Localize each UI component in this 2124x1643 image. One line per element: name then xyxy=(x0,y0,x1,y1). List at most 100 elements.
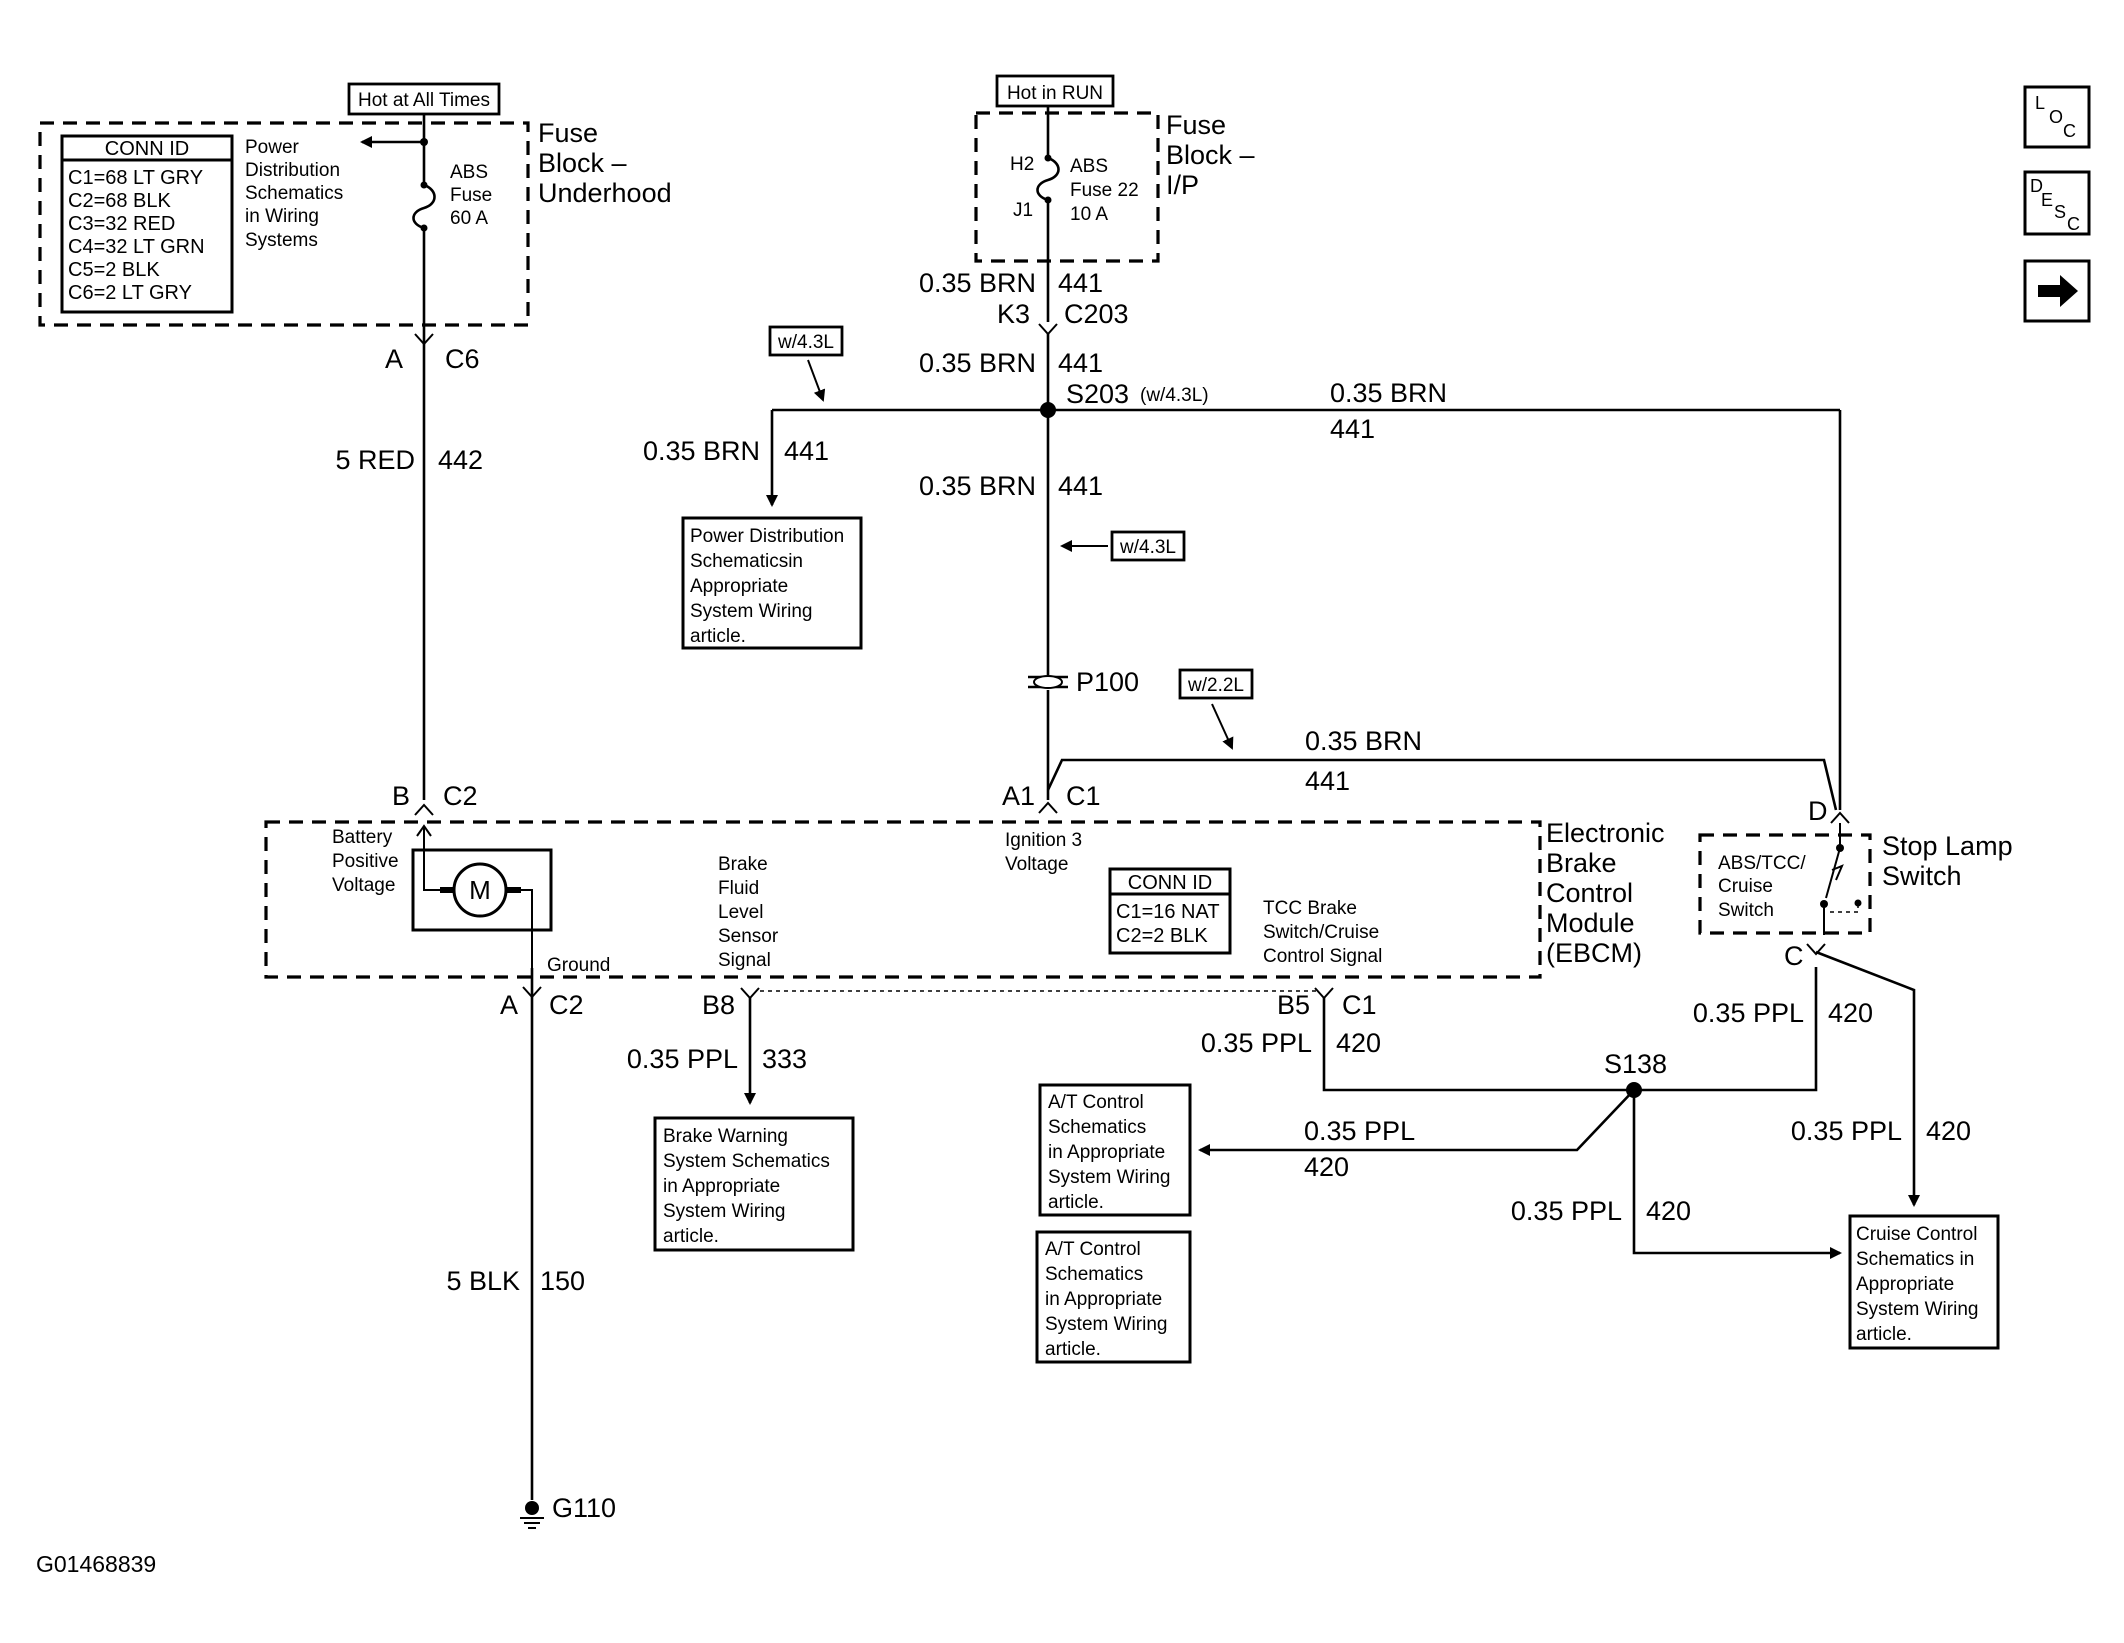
hot-at-all-times-label: Hot at All Times xyxy=(358,90,490,111)
circuit-441: 0.35 BRN 441 K3 C203 0.35 BRN 441 S203 (… xyxy=(643,200,1850,826)
underhood-conn-row: C3=32 RED xyxy=(68,213,175,235)
ebcm-title-line: (EBCM) xyxy=(1546,938,1642,968)
ref-box-line: System Wiring xyxy=(1048,1167,1170,1188)
loc-button[interactable]: L O C xyxy=(2023,85,2091,149)
circuit-333: B8 0.35 PPL 333 xyxy=(627,987,1318,1105)
ref-box-line: Schematics xyxy=(1045,1264,1143,1285)
stop-lamp-title-line: Switch xyxy=(1882,861,1962,891)
splice-p100-symbol xyxy=(1028,675,1068,689)
wire-color-ppl: 0.35 PPL xyxy=(1791,1116,1902,1146)
tcc-signal-label: Control Signal xyxy=(1263,946,1382,967)
brake-fluid-label: Brake xyxy=(718,854,768,875)
ref-box-line: System Wiring xyxy=(690,601,812,622)
underhood-power-dist-line: Systems xyxy=(245,230,318,251)
switch-icon xyxy=(1820,823,1862,935)
battery-positive-label: Voltage xyxy=(332,875,395,896)
ref-box-line: Schematics xyxy=(1048,1117,1146,1138)
wire-circuit-442: 442 xyxy=(438,445,483,475)
wire-circuit-420: 420 xyxy=(1646,1196,1691,1226)
abs-fuse-22-label: Fuse 22 xyxy=(1070,180,1139,201)
stop-lamp-inner-label: Cruise xyxy=(1718,876,1773,897)
ebcm-conn-row: C2=2 BLK xyxy=(1116,925,1208,947)
ebcm-title-line: Control xyxy=(1546,878,1633,908)
desc-button[interactable]: D E S C xyxy=(2023,170,2091,236)
wire-color-ppl: 0.35 PPL xyxy=(1693,998,1804,1028)
wire-circuit-420: 420 xyxy=(1926,1116,1971,1146)
wire-circuit-441: 441 xyxy=(1058,348,1103,378)
ref-box-line: article. xyxy=(690,626,746,647)
ebcm-title-line: Module xyxy=(1546,908,1635,938)
ref-box-line: article. xyxy=(1045,1339,1101,1360)
abs-fuse-60a-label: 60 A xyxy=(450,208,488,229)
underhood-conn-id-header: CONN ID xyxy=(105,138,189,160)
hot-in-run-tag xyxy=(995,74,1115,108)
wire-color-ppl: 0.35 PPL xyxy=(627,1044,738,1074)
wire-circuit-333: 333 xyxy=(762,1044,807,1074)
circuit-442: A C6 5 RED 442 B C2 xyxy=(335,315,483,816)
ref-box-line: in Appropriate xyxy=(1045,1289,1162,1310)
abs-fuse-60a-label: ABS xyxy=(450,162,488,183)
desc-letter: S xyxy=(2054,202,2066,222)
wire-circuit-441: 441 xyxy=(1305,766,1350,796)
ref-box-line: Schematics in xyxy=(1856,1249,1974,1270)
ref-box-line: Power Distribution xyxy=(690,526,844,547)
ref-box-line: System Wiring xyxy=(1045,1314,1167,1335)
fuse-block-underhood: Hot at All Times Fuse Block – Underhood … xyxy=(38,82,672,327)
fuse-block-ip: Hot in RUN Fuse Block – I/P H2 J1 ABS Fu… xyxy=(974,74,1255,263)
ref-box-line: System Wiring xyxy=(663,1201,785,1222)
b5-connector: C1 xyxy=(1342,990,1377,1020)
wire-circuit-420: 420 xyxy=(1336,1028,1381,1058)
ground-c2-connector: C2 xyxy=(549,990,584,1020)
cruise-control-ref-box: Cruise Control Schematics in Appropriate… xyxy=(1848,1214,2000,1350)
ref-box-line: A/T Control xyxy=(1048,1092,1144,1113)
ground-c2-pin-a: A xyxy=(500,990,518,1020)
fuse-block-ip-title-1: Fuse xyxy=(1166,110,1226,140)
fuse-pin-j1: J1 xyxy=(1013,200,1033,221)
stop-lamp-title-line: Stop Lamp xyxy=(1882,831,2013,861)
underhood-power-dist-line: Distribution xyxy=(245,160,340,181)
underhood-power-dist-line: Schematics xyxy=(245,183,343,204)
ref-box-line: Appropriate xyxy=(690,576,788,597)
tcc-signal-label: Switch/Cruise xyxy=(1263,922,1379,943)
stop-lamp-switch: Stop Lamp Switch ABS/TCC/ Cruise Switch … xyxy=(1698,823,2013,971)
ground-icon xyxy=(520,1501,544,1529)
option-tag-label: w/4.3L xyxy=(1119,537,1176,558)
circuit-150: A C2 5 BLK 150 G110 xyxy=(446,968,616,1529)
c6-connector: C6 xyxy=(445,344,480,374)
fuse-block-ip-title-2: Block – xyxy=(1166,140,1255,170)
option-tag-w22: w/2.2L xyxy=(1178,668,1254,750)
brake-warning-ref-box: Brake Warning System Schematics in Appro… xyxy=(653,1116,855,1252)
c203-pin-k3: K3 xyxy=(997,299,1030,329)
figure-id: G01468839 xyxy=(36,1551,156,1577)
abs-fuse-22-label: ABS xyxy=(1070,156,1108,177)
at-control-ref-box-1: A/T Control Schematics in Appropriate Sy… xyxy=(1038,1083,1192,1217)
ebcm-title-line: Electronic xyxy=(1546,818,1665,848)
wire-color-brn: 0.35 BRN xyxy=(1305,726,1422,756)
loc-letter: O xyxy=(2049,107,2063,127)
ref-box-line: System Wiring xyxy=(1856,1299,1978,1320)
underhood-conn-id-box xyxy=(60,134,234,314)
ref-box-line: Brake Warning xyxy=(663,1126,788,1147)
ebcm-module: Electronic Brake Control Module (EBCM) B… xyxy=(264,818,1665,979)
stop-lamp-pin-c: C xyxy=(1784,941,1804,971)
ref-box-line: Appropriate xyxy=(1856,1274,1954,1295)
wire-color-ppl: 0.35 PPL xyxy=(1304,1116,1415,1146)
next-button[interactable] xyxy=(2023,259,2091,323)
b5-pin: B5 xyxy=(1277,990,1310,1020)
fuse-pin-h2: H2 xyxy=(1010,154,1034,175)
wire-color-brn: 0.35 BRN xyxy=(643,436,760,466)
underhood-conn-row: C5=2 BLK xyxy=(68,259,160,281)
fuse-block-underhood-title-3: Underhood xyxy=(538,178,672,208)
ebcm-c2-connector: C2 xyxy=(443,781,478,811)
option-tag-w43-top: w/4.3L xyxy=(768,325,844,402)
brake-fluid-label: Fluid xyxy=(718,878,759,899)
wire-color-brn: 0.35 BRN xyxy=(919,471,1036,501)
abs-fuse-22-label: 10 A xyxy=(1070,204,1108,225)
stop-lamp-inner-label: ABS/TCC/ xyxy=(1718,853,1806,874)
splice-s203-label: S203 xyxy=(1066,379,1129,409)
hot-in-run-label: Hot in RUN xyxy=(1007,83,1103,104)
ref-box-line: article. xyxy=(663,1226,719,1247)
abs-fuse-60a-symbol xyxy=(412,183,436,230)
wire-color-5-blk: 5 BLK xyxy=(446,1266,520,1296)
